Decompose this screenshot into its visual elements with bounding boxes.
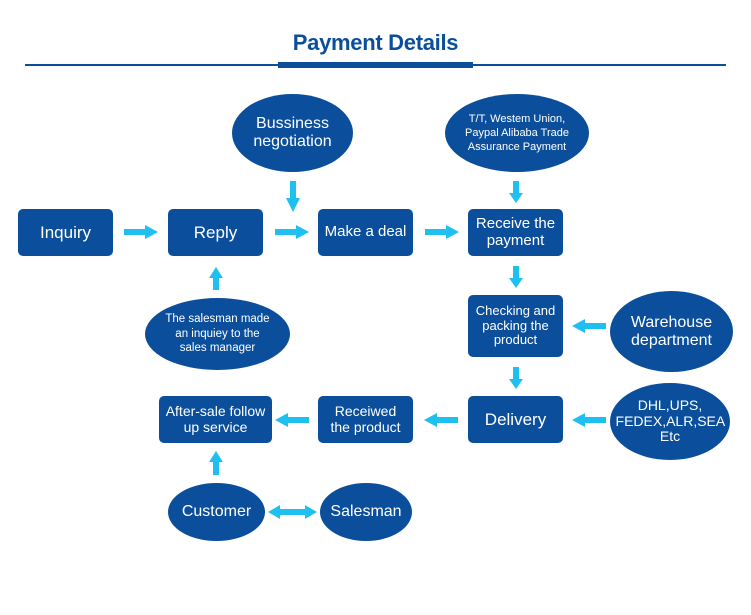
node-warehouse-label: Warehouse department	[630, 313, 713, 349]
arrow-received-to-aftersale	[275, 413, 309, 427]
node-delivery-label: Delivery	[484, 409, 547, 429]
node-salesman-inquiry-label: The salesman made an inquiey to the sale…	[165, 312, 270, 355]
title-underline-bar	[278, 62, 473, 68]
node-checking-packing: Checking and packing the product	[468, 295, 563, 357]
node-payment-methods: T/T, Westem Union, Paypal Alibaba Trade …	[445, 94, 589, 172]
node-salesman-inquiry: The salesman made an inquiey to the sale…	[145, 298, 290, 370]
node-inquiry: Inquiry	[18, 209, 113, 256]
node-received-product-label: Receiwed the product	[330, 402, 401, 435]
page-title: Payment Details	[292, 30, 459, 55]
node-carriers-label: DHL,UPS, FEDEX,ALR,SEA Etc	[615, 396, 726, 445]
node-salesman: Salesman	[320, 483, 412, 541]
node-carriers: DHL,UPS, FEDEX,ALR,SEA Etc	[610, 383, 730, 460]
arrow-methods-to-receive	[509, 181, 523, 203]
arrow-warehouse-to-checking	[572, 319, 606, 333]
node-business-negotiation-label: Bussiness negotiation	[253, 115, 332, 150]
node-reply-label: Reply	[193, 222, 238, 242]
node-receive-payment-label: Receive the payment	[475, 214, 556, 249]
node-customer: Customer	[168, 483, 265, 541]
arrow-deal-to-receive	[425, 225, 459, 239]
node-customer-label: Customer	[181, 503, 252, 521]
node-make-deal: Make a deal	[318, 209, 413, 256]
node-business-negotiation: Bussiness negotiation	[232, 94, 353, 172]
arrow-receive-to-checking	[509, 266, 523, 288]
arrow-negotiation-to-deal	[286, 181, 300, 212]
node-warehouse: Warehouse department	[610, 291, 733, 372]
node-received-product: Receiwed the product	[318, 396, 413, 443]
arrow-delivery-to-received	[424, 413, 458, 427]
arrow-reply-to-deal	[275, 225, 309, 239]
node-inquiry-label: Inquiry	[39, 222, 92, 242]
node-after-sale-label: After-sale follow up service	[165, 402, 266, 435]
node-receive-payment: Receive the payment	[468, 209, 563, 256]
node-salesman-label: Salesman	[330, 503, 402, 521]
node-reply: Reply	[168, 209, 263, 256]
arrow-salesman-inquiry-to-reply	[209, 267, 223, 290]
node-checking-packing-label: Checking and packing the product	[475, 303, 556, 348]
node-delivery: Delivery	[468, 396, 563, 443]
arrow-carriers-to-delivery	[572, 413, 606, 427]
node-make-deal-label: Make a deal	[324, 223, 407, 241]
arrow-customer-to-aftersale	[209, 451, 223, 475]
node-after-sale: After-sale follow up service	[159, 396, 272, 443]
node-payment-methods-label: T/T, Westem Union, Paypal Alibaba Trade …	[465, 112, 569, 154]
arrow-customer-salesman	[268, 505, 317, 519]
arrow-inquiry-to-reply	[124, 225, 158, 239]
arrow-checking-to-delivery	[509, 367, 523, 389]
